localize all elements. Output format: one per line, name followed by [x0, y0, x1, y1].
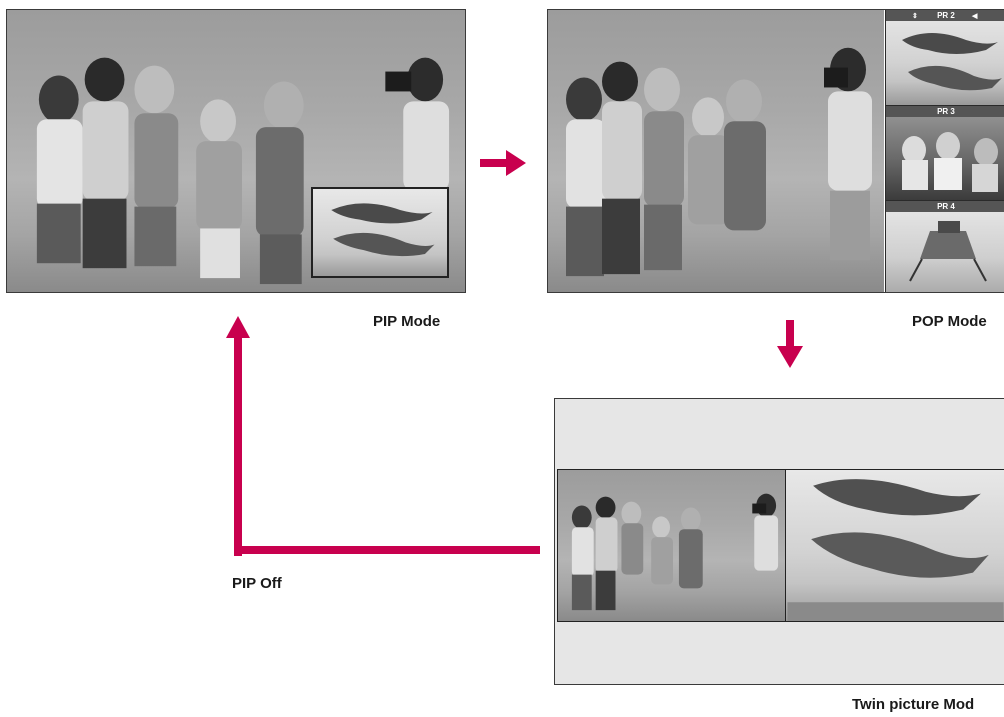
pop-tile-label: PR 3	[886, 106, 1004, 117]
up-down-icon: ⇕	[912, 13, 918, 20]
pop-mode-caption: POP Mode	[912, 313, 987, 330]
pip-off-caption: PIP Off	[232, 575, 282, 592]
pop-tile-label: PR 4	[886, 201, 1004, 212]
twin-mode-screen	[554, 398, 1004, 685]
pop-tile-label: ⇕ PR 2 ◀	[886, 10, 1004, 21]
pop-tile-pr3[interactable]: PR 3	[885, 105, 1004, 201]
dolphin-image	[331, 203, 435, 257]
dolphin-image	[787, 479, 1004, 621]
arrow-down-icon	[777, 320, 803, 368]
pop-tile-pr2[interactable]: ⇕ PR 2 ◀	[885, 10, 1004, 105]
dolphin-image	[902, 33, 1002, 91]
children-illustration	[566, 47, 872, 277]
children-illustration	[36, 57, 450, 285]
triangle-left-icon: ◀	[972, 13, 978, 20]
crowd-image	[902, 132, 998, 192]
channel-label: PR 3	[937, 107, 955, 116]
children-illustration	[571, 493, 779, 611]
arrow-right-icon	[480, 150, 526, 176]
pop-mode-screen: ⇕ PR 2 ◀ PR 3 PR 4	[547, 9, 1004, 293]
pip-mode-caption: PIP Mode	[373, 313, 441, 330]
pip-subwindow	[311, 187, 449, 278]
twin-left-pane	[557, 469, 786, 622]
twin-mode-caption: Twin picture Mod	[852, 696, 975, 713]
channel-label: PR 4	[937, 202, 955, 211]
pop-tile-pr4[interactable]: PR 4	[885, 200, 1004, 292]
twin-right-pane	[786, 469, 1004, 622]
lunar-lander-image	[909, 221, 987, 282]
channel-label: PR 2	[937, 11, 955, 20]
return-arrow-icon	[226, 316, 540, 556]
pip-mode-screen	[6, 9, 466, 293]
